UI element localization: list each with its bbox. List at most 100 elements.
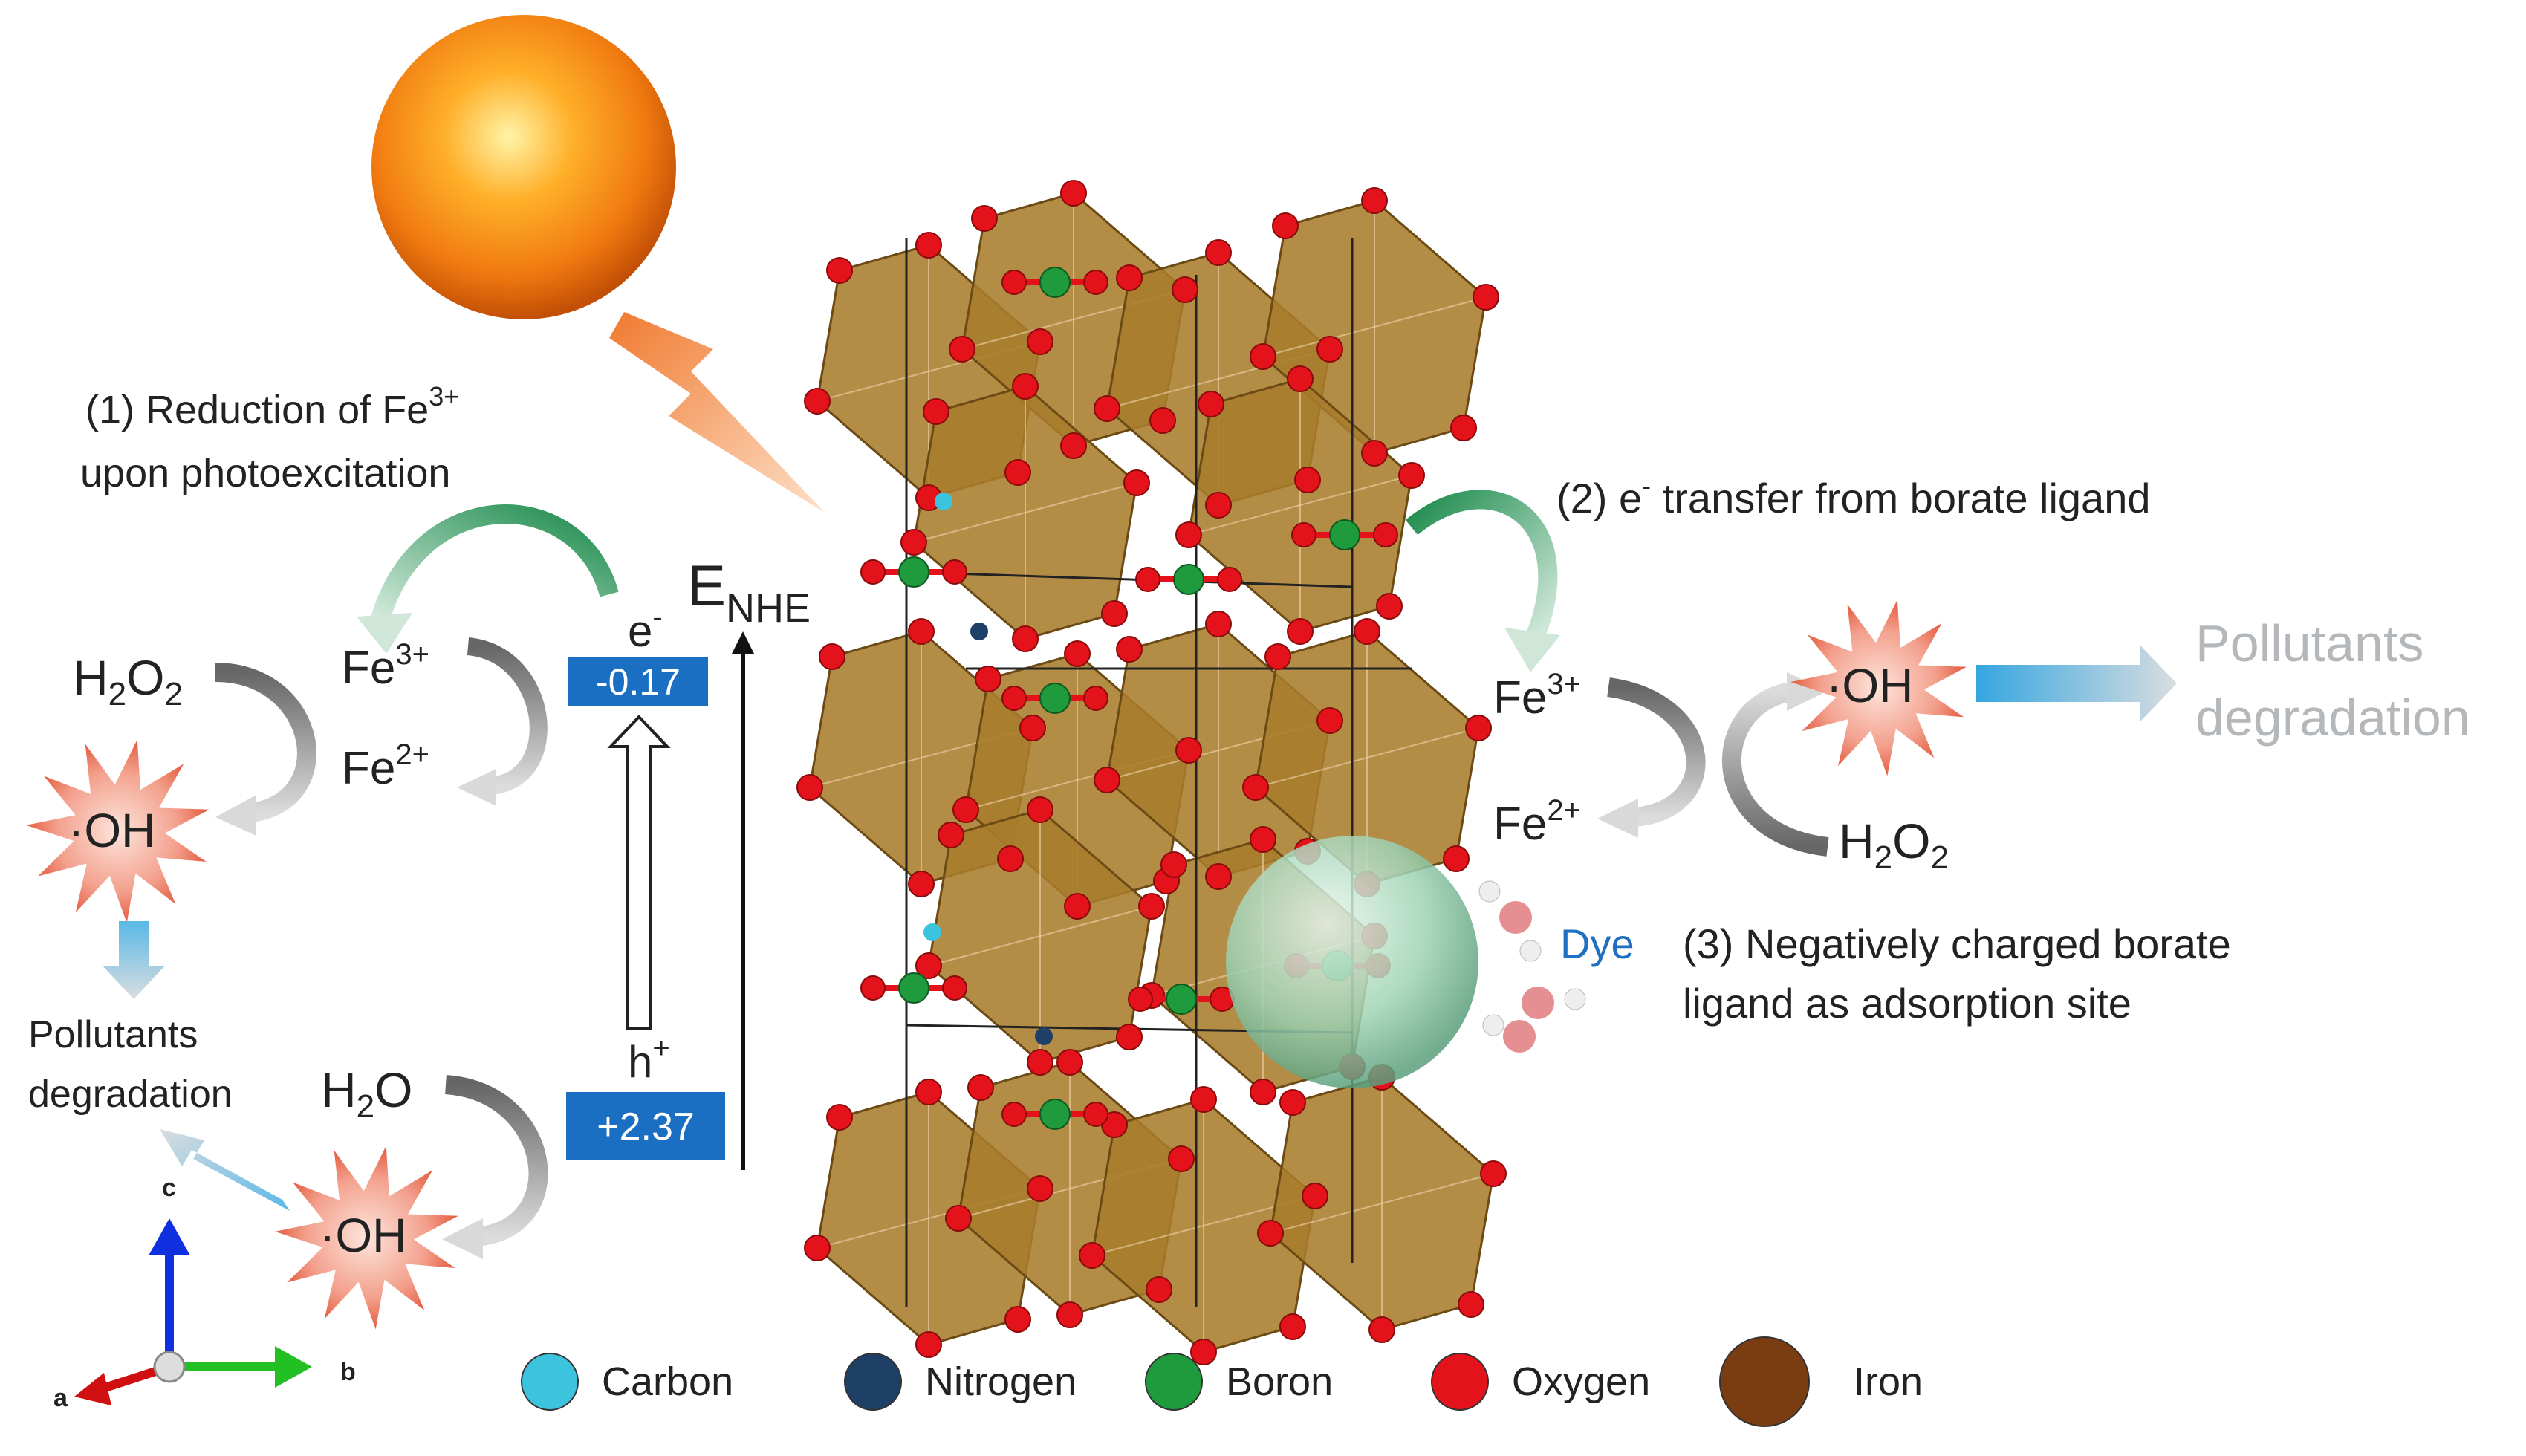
oxygen-atom <box>1217 567 1242 592</box>
oxygen-atom <box>1205 492 1232 519</box>
oxygen-atom <box>1135 567 1160 592</box>
oxygen-atom <box>1198 391 1224 417</box>
oxygen-atom <box>1361 440 1388 467</box>
oxygen-atom <box>1004 1306 1031 1333</box>
oxygen-atom <box>860 559 886 585</box>
oh-radical-star-1 <box>26 739 210 923</box>
oxygen-atom <box>804 1235 831 1261</box>
oxygen-atom <box>949 336 975 363</box>
dye-sphere <box>1226 836 1478 1088</box>
oxygen-atom <box>1083 1102 1108 1127</box>
arrow-head <box>215 795 256 836</box>
oxygen-atom <box>1264 643 1291 670</box>
pollutants-left-line1: Pollutants <box>28 1013 198 1056</box>
borate-transfer-arrow <box>1405 490 1558 643</box>
oxygen-atom <box>1101 600 1128 627</box>
oxygen-atom <box>967 1074 994 1101</box>
fe-cycle-arrow <box>467 637 548 795</box>
oxygen-atom <box>1149 407 1176 434</box>
pollutants-left-line2: degradation <box>28 1073 233 1116</box>
oxygen-atom <box>1094 767 1120 793</box>
oxygen-atom <box>819 643 845 670</box>
oxygen-atom <box>1175 521 1202 548</box>
fe3-left: Fe3+ <box>342 638 429 694</box>
oxygen-atom <box>1205 239 1232 266</box>
oxygen-atom <box>1146 1276 1172 1303</box>
cycle-arrow-h2o2 <box>215 663 316 823</box>
oxygen-atom <box>1056 1049 1083 1076</box>
cb-potential-box <box>568 657 708 706</box>
h2o2-right: H2O2 <box>1839 813 1949 876</box>
boron-atom <box>898 972 929 1004</box>
legend-swatch-oxygen <box>1431 1353 1489 1411</box>
oh-radical-star-2 <box>275 1145 458 1330</box>
electron-transfer-arrow <box>369 504 619 627</box>
oxygen-atom <box>1316 707 1343 734</box>
oxygen-atom <box>1250 1079 1276 1105</box>
legend-swatch-boron <box>1145 1353 1203 1411</box>
oxygen-atom <box>1083 270 1108 295</box>
oxygen-atom <box>1242 774 1269 801</box>
arrow-head <box>357 613 412 654</box>
cycle-arrow-h2o <box>444 1075 548 1247</box>
oxygen-atom <box>1116 264 1143 291</box>
axis-a-label: a <box>53 1384 68 1412</box>
oxygen-atom <box>1027 328 1053 355</box>
oxygen-atom <box>1480 1160 1507 1187</box>
legend-label-nitrogen: Nitrogen <box>925 1359 1077 1404</box>
oxygen-atom <box>1257 1220 1284 1247</box>
oxygen-atom <box>1172 276 1198 303</box>
oh-radical-3: ·OH <box>1826 659 1913 712</box>
oxygen-atom <box>1291 522 1316 547</box>
crystal-structure <box>796 180 1507 1365</box>
legend-swatch-iron <box>1719 1336 1810 1427</box>
oxygen-atom <box>1094 395 1120 422</box>
boron-atom <box>1039 267 1071 298</box>
legend-label-iron: Iron <box>1854 1359 1923 1404</box>
arrow-head <box>1504 628 1560 672</box>
oxygen-atom <box>1465 715 1492 741</box>
oxygen-atom <box>1458 1291 1484 1318</box>
oxygen-atom <box>952 796 979 823</box>
arrow-head <box>457 769 496 806</box>
oxygen-atom <box>826 1104 853 1131</box>
oxygen-atom <box>1060 432 1087 459</box>
axis-c-label: c <box>162 1174 176 1202</box>
enhe-label: ENHE <box>687 553 811 631</box>
step3-label-line1: (3) Negatively charged borate <box>1683 920 2231 967</box>
oxygen-atom <box>1027 1175 1053 1202</box>
oxygen-atom <box>1361 187 1388 214</box>
oxygen-atom <box>1279 1313 1306 1340</box>
step2-label: (2) e- transfer from borate ligand <box>1556 470 2150 521</box>
axis-b-label: b <box>340 1358 356 1386</box>
oxygen-atom <box>1250 343 1276 370</box>
fe-cycle-arrow-right <box>1607 677 1706 827</box>
legend-swatch-nitrogen <box>844 1353 902 1411</box>
oxygen-atom <box>826 257 853 284</box>
oxygen-atom <box>1116 1024 1143 1050</box>
oxygen-atom <box>915 1331 942 1358</box>
oxygen-atom <box>1123 469 1150 496</box>
oxygen-atom <box>1083 686 1108 711</box>
oxygen-atom <box>1373 522 1398 547</box>
oxygen-atom <box>1064 640 1091 667</box>
legend-swatch-carbon <box>521 1353 579 1411</box>
vb-potential-box <box>566 1092 725 1160</box>
blue-diagonal-arrow <box>160 1129 290 1211</box>
oxygen-atom <box>908 871 935 897</box>
oxygen-atom <box>804 388 831 415</box>
oxygen-atom <box>938 822 964 848</box>
oxygen-atom <box>1279 1089 1306 1116</box>
electron-label: e- <box>628 601 663 656</box>
oxygen-atom <box>1064 893 1091 920</box>
oxygen-atom <box>1376 593 1403 620</box>
h2o2-left: H2O2 <box>73 650 183 712</box>
oxygen-atom <box>1250 826 1276 853</box>
arrow-head <box>442 1218 483 1259</box>
h2o2-cycle-arrow-right <box>1722 681 1829 857</box>
oxygen-atom <box>1138 893 1165 920</box>
oxygen-atom <box>915 232 942 259</box>
blue-right-arrow <box>1976 645 2177 722</box>
water-molecules <box>1478 880 1586 1053</box>
